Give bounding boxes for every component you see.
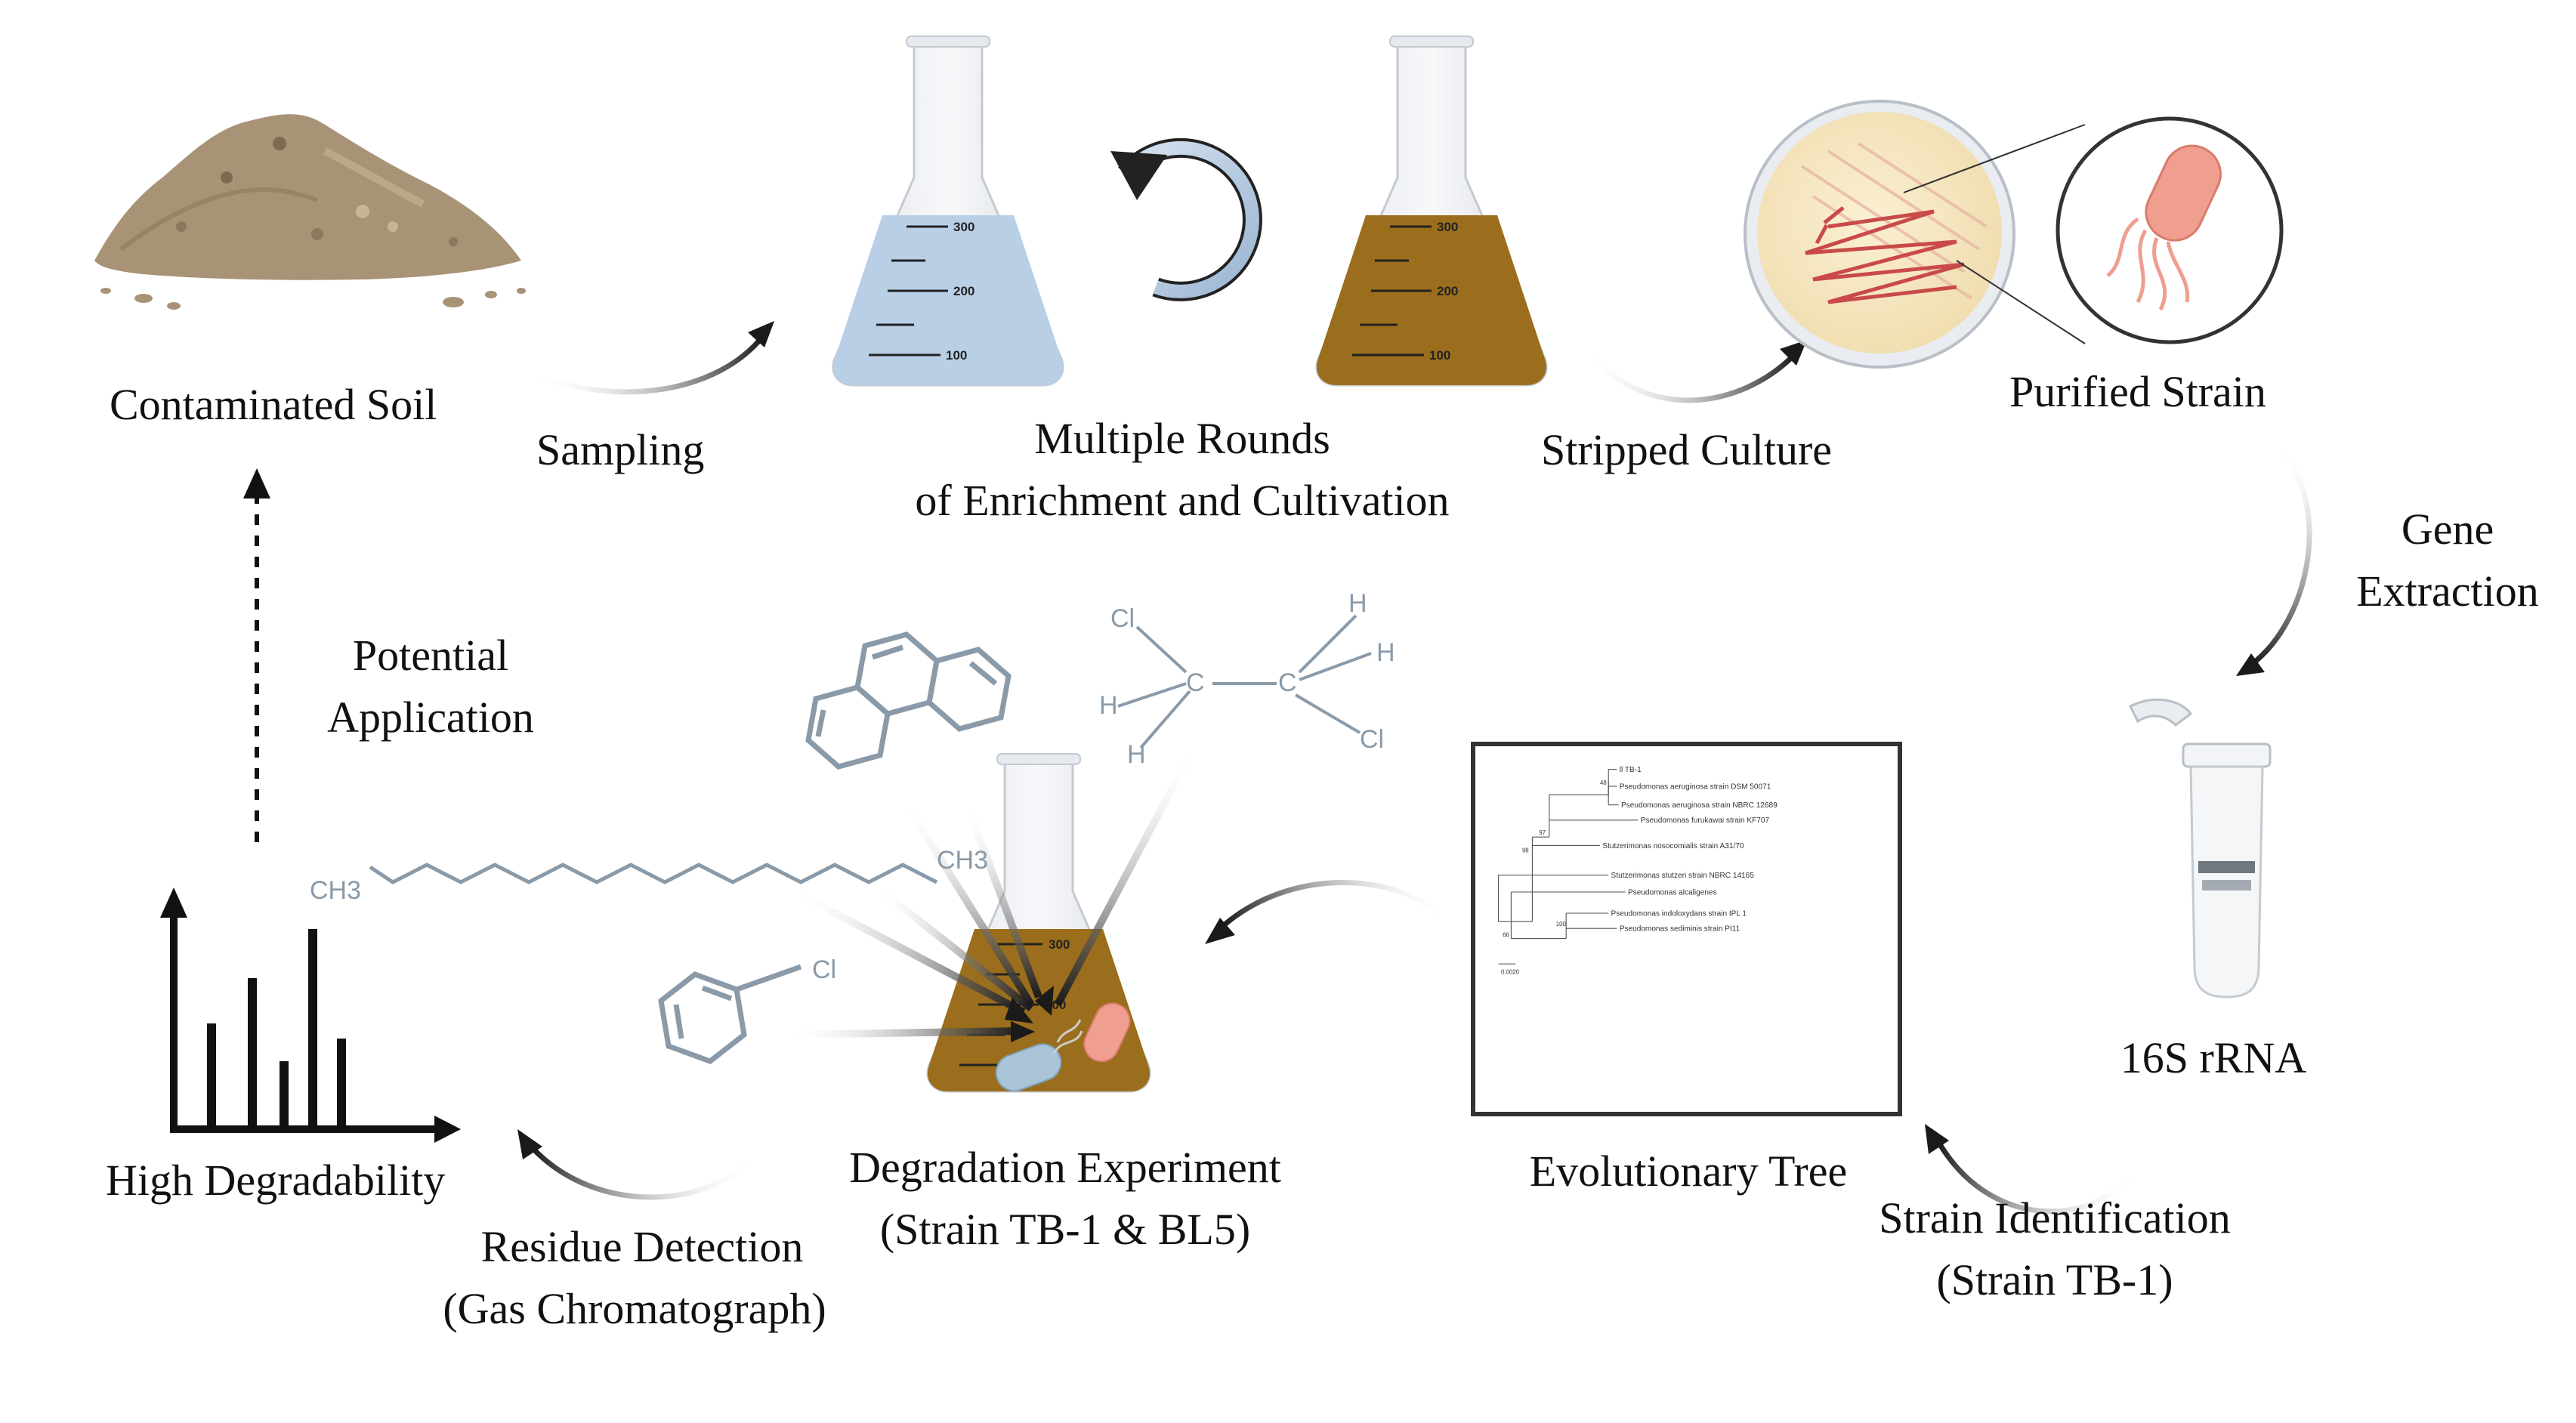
tree-bootstrap-4: 100	[1556, 921, 1567, 928]
petri-plate-icon	[1744, 100, 2086, 369]
gene-extraction-label-line1: Gene	[2401, 505, 2494, 554]
dichloroethane-structure: Cl H H C C H H Cl	[1099, 589, 1395, 769]
residue-detection-label-line2: (Gas Chromatograph)	[443, 1284, 826, 1333]
sampling-arrow	[531, 321, 774, 395]
flask2-grad-200: 200	[1437, 284, 1458, 298]
degradation-flask-icon: 300 200 100	[926, 753, 1151, 1093]
purified-strain-icon	[2056, 116, 2284, 344]
atom-h-lower: H	[1127, 740, 1146, 769]
potential-application-label-line1: Potential	[352, 631, 509, 680]
purified-strain-label: Purified Strain	[2009, 367, 2266, 416]
atom-cl-top: Cl	[1110, 604, 1135, 633]
tree-leaf-4: Stutzerimonas nosocomialis strain A31/70	[1602, 842, 1744, 850]
atom-h-right: H	[1376, 638, 1395, 667]
tree-bootstrap-2: 98	[1522, 847, 1529, 853]
phenanthrene-structure	[805, 631, 1012, 770]
chlorobenzene-cl-label: Cl	[812, 955, 836, 984]
identification-arrow	[1925, 1124, 2141, 1215]
tree-leaf-5: Stutzerimonas stutzeri strain NBRC 14165	[1611, 872, 1755, 880]
tree-scale: 0.0020	[1501, 969, 1520, 976]
atom-h-top: H	[1348, 589, 1367, 618]
sampling-label: Sampling	[536, 425, 705, 474]
degradation-chart-icon	[160, 887, 461, 1143]
evolutionary-tree-label: Evolutionary Tree	[1529, 1147, 1848, 1196]
blue-flask-icon: 300 200 100	[832, 35, 1064, 387]
streak-arrow	[1580, 340, 1807, 403]
rrna-label: 16S rRNA	[2120, 1033, 2307, 1082]
tree-leaf-7: Pseudomonas indoloxydans strain IPL 1	[1611, 909, 1747, 918]
contaminated-soil-label: Contaminated Soil	[110, 380, 437, 429]
evolutionary-tree-panel: ll TB-1 Pseudomonas aeruginosa strain DS…	[1471, 742, 1902, 1116]
flask1-grad-300: 300	[953, 220, 974, 234]
microtube-icon	[2128, 698, 2272, 999]
gene-extraction-label-line2: Extraction	[2356, 566, 2539, 616]
strain-identification-label-line2: (Strain TB-1)	[1936, 1255, 2173, 1304]
tree-bootstrap-3: 66	[1503, 931, 1509, 938]
degradation-label-line2: (Strain TB-1 & BL5)	[879, 1205, 1251, 1254]
alkane-right-label: CH3	[937, 846, 988, 875]
residue-detection-label-line1: Residue Detection	[480, 1222, 804, 1271]
bacteria-icon	[995, 1002, 1131, 1092]
gene-extraction-arrow	[2236, 440, 2312, 676]
potential-application-label-line2: Application	[327, 693, 534, 742]
flask2-grad-100: 100	[1429, 348, 1450, 363]
tree-bootstrap-0: 48	[1600, 779, 1607, 786]
alkane-left-label: CH3	[310, 876, 361, 905]
contaminated-soil-icon	[94, 114, 526, 310]
pollutant-arrows	[785, 745, 1197, 1042]
atom-h-left: H	[1099, 691, 1118, 720]
tree-leaf-6: Pseudomonas alcaligenes	[1628, 888, 1717, 897]
cycle-arrow-icon	[1110, 137, 1262, 301]
chlorobenzene-structure: Cl	[658, 955, 836, 1064]
flask2-grad-300: 300	[1437, 220, 1458, 234]
tree-to-experiment-arrow	[1205, 880, 1453, 944]
atom-c1: C	[1186, 668, 1205, 697]
flask1-grad-100: 100	[946, 348, 967, 363]
tree-bootstrap-1: 97	[1539, 829, 1546, 836]
flask1-grad-200: 200	[953, 284, 974, 298]
flask3-grad-300: 300	[1049, 937, 1070, 952]
atom-c2: C	[1278, 668, 1297, 697]
atom-cl-bottom: Cl	[1360, 725, 1384, 754]
high-degradability-label: High Degradability	[106, 1156, 446, 1205]
tree-leaf-0: ll TB-1	[1620, 766, 1642, 774]
strain-identification-label-line1: Strain Identification	[1879, 1193, 2231, 1242]
enrichment-label-line2: of Enrichment and Cultivation	[915, 476, 1450, 525]
alkane-chain-structure: CH3 CH3	[310, 846, 988, 905]
tree-leaf-3: Pseudomonas furukawai strain KF707	[1641, 816, 1770, 825]
stripped-culture-label: Stripped Culture	[1541, 425, 1833, 474]
tree-leaf-1: Pseudomonas aeruginosa strain DSM 50071	[1620, 782, 1771, 791]
application-arrow	[243, 468, 270, 842]
tree-leaf-2: Pseudomonas aeruginosa strain NBRC 12689	[1621, 801, 1778, 810]
enrichment-label-line1: Multiple Rounds	[1034, 414, 1330, 463]
tree-leaf-8: Pseudomonas sediminis strain PI11	[1620, 925, 1740, 934]
residue-detection-arrow	[517, 1129, 758, 1200]
brown-flask-icon: 300 200 100	[1315, 35, 1548, 387]
degradation-label-line1: Degradation Experiment	[849, 1143, 1281, 1192]
